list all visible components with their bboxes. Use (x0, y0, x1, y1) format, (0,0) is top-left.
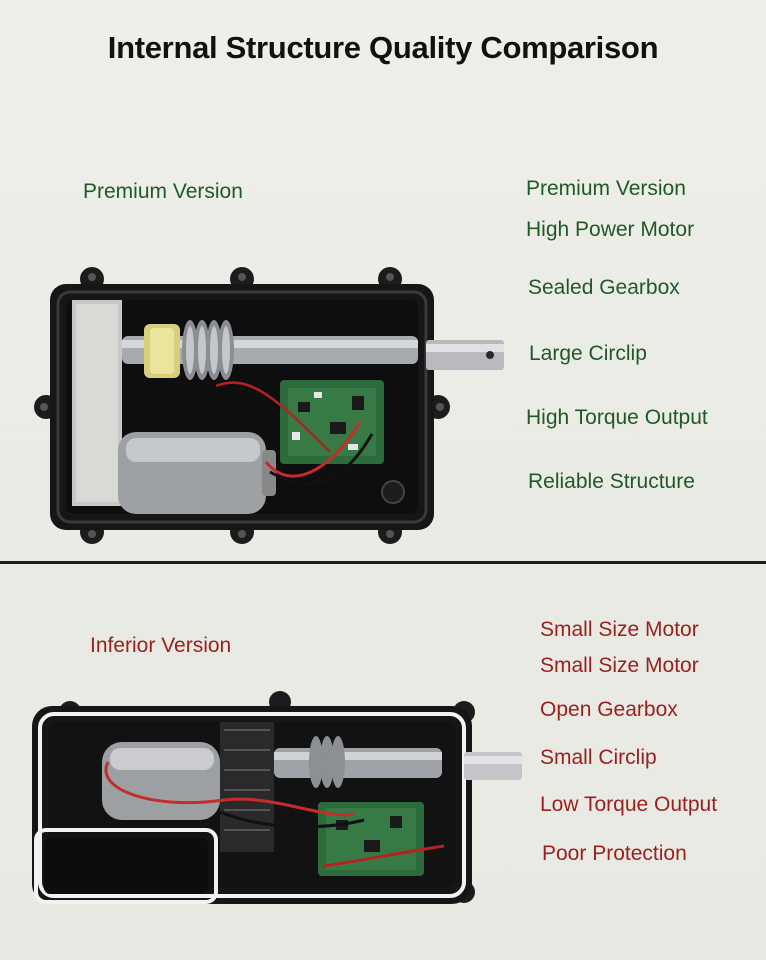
inferior-feature-low-torque-output: Low Torque Output (540, 793, 718, 816)
inferior-feature-poor-protection: Poor Protection (542, 842, 687, 865)
premium-feature-large-circlip: Large Circlip (529, 342, 647, 365)
inferior-feature-small-size-motor: Small Size Motor (540, 618, 699, 641)
premium-actuator-photo (34, 267, 504, 544)
premium-feature-high-torque-output: High Torque Output (526, 406, 708, 429)
inferior-feature-open-gearbox: Open Gearbox (540, 698, 678, 721)
open-gear-train (220, 722, 274, 852)
premium-heading: Premium Version (83, 180, 243, 203)
white-gasket-outline (38, 712, 466, 898)
premium-feature-sealed-gearbox: Sealed Gearbox (528, 276, 680, 299)
spring-icon (309, 736, 345, 788)
inferior-feature-small-circlip: Small Circlip (540, 746, 657, 769)
inferior-heading: Inferior Version (90, 634, 232, 657)
inferior-feature-small-size-motor-2: Small Size Motor (540, 654, 699, 677)
premium-feature-label: Premium Version (526, 177, 686, 200)
inferior-actuator-photo (32, 691, 522, 904)
premium-feature-reliable-structure: Reliable Structure (528, 470, 695, 493)
page-title: Internal Structure Quality Comparison (107, 30, 659, 65)
premium-feature-high-power-motor: High Power Motor (526, 218, 695, 241)
section-divider (0, 561, 766, 564)
